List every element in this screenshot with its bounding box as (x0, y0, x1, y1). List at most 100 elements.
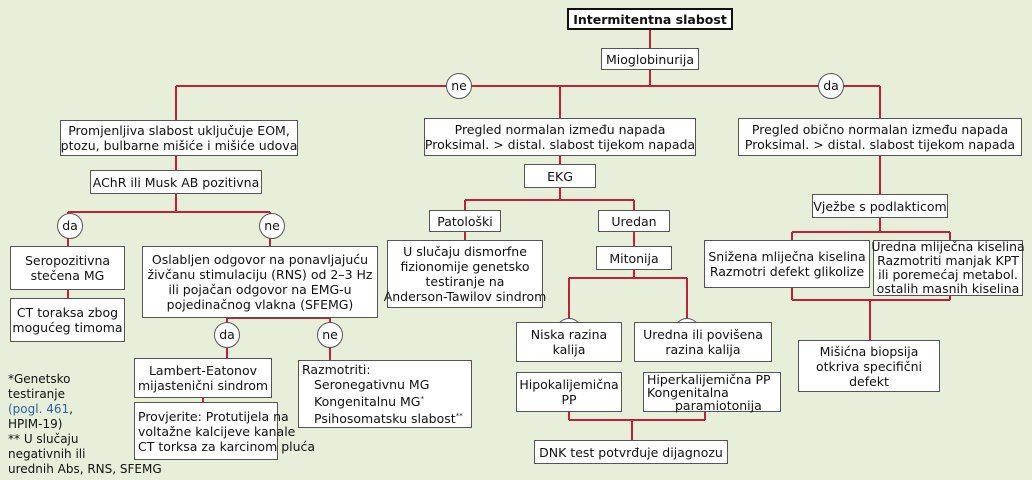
dismorfne-line-2: fizionomije genetsko (400, 259, 530, 274)
ekg-label: EKG (547, 168, 573, 184)
razmotriti-item-3-mark: ** (455, 412, 463, 420)
razmotriti-item-2-mark: * (420, 394, 425, 403)
footnote-line-1: *Genetsko (8, 372, 71, 386)
uredna-kalij-line-1: Uredna ili povišena (643, 327, 763, 342)
lambert-line-2: mijastenični sindrom (137, 378, 269, 393)
vjezbe-label: Vježbe s podlakticom (813, 198, 947, 214)
rns-line-4: pojedinačnog vlakna (SFEMG) (166, 297, 354, 312)
footnote-line-5: ** U slučaju (8, 432, 79, 446)
razmotriti-item-2: Kongenitalnu MG* (302, 392, 424, 409)
uredan-node: Uredan (598, 210, 670, 232)
provjerite-line-1: Provjerite: Protutijela na (138, 408, 289, 424)
hiper-line-2: Kongenitalna (647, 384, 729, 400)
mitonija-node: Mitonija (596, 246, 672, 270)
razmotriti-item-2-label: Kongenitalnu MG (314, 394, 421, 409)
provjerite-node: Provjerite: Protutijela na voltažne kalc… (134, 402, 315, 460)
seropositive-line-2: stečena MG (30, 268, 105, 283)
seropositive-node: Seropozitivna stečena MG (10, 246, 125, 290)
razmotriti-item-1: Seronegativnu MG (302, 377, 429, 392)
uredan-label: Uredan (611, 213, 657, 229)
seropositive-line-1: Seropozitivna (24, 253, 111, 268)
mitonija-label: Mitonija (609, 250, 659, 266)
uredna-kalij-node: Uredna ili povišena razina kalija (634, 322, 772, 362)
uredna-mk-line-1: Uredna mliječna kiselina (871, 239, 1025, 254)
chapter-reference-link[interactable]: (pogl. 461 (8, 402, 70, 416)
uredna-mk-line-4: ostalih masnih kiselina (876, 281, 1020, 296)
footnote-line-3: (pogl. 461, (8, 402, 162, 417)
right-root-line-1: Pregled obično normalan između napada (751, 122, 1009, 137)
ct-thymoma-line-1: CT toraksa zbog (16, 305, 119, 320)
left-root-node: Promjenljiva slabost uključuje EOM, ptoz… (60, 120, 298, 156)
ne-circle-achr: ne (259, 213, 285, 239)
ct-thymoma-line-2: mogućeg timoma (12, 320, 123, 335)
provjerite-line-3: CT torksa za karcinom pluća (138, 438, 316, 454)
hiper-line-3: paramiotonija (675, 397, 762, 413)
niska-line-2: kalija (552, 342, 586, 357)
patoloski-node: Patološki (429, 210, 501, 232)
dnk-label: DNK test potvrđuje dijagnozu (539, 444, 723, 460)
da-circle-achr: da (57, 213, 83, 239)
da-circle-right: da (818, 73, 844, 99)
ct-thymoma-node: CT toraksa zbog mogućeg timoma (10, 298, 125, 342)
snizena-line-1: Snižena mliječna kiselina (708, 249, 866, 264)
right-root-line-2: Proksimal. > distal. slabost tijekom nap… (744, 137, 1016, 152)
razmotriti-item-3-label: Psihosomatsku slabost (314, 411, 456, 427)
razmotriti-node: Razmotriti: Seronegativnu MG Kongenitaln… (298, 360, 472, 428)
hipo-line-1: Hipokalijemična (519, 377, 619, 392)
hipokalijemicna-node: Hipokalijemična PP (516, 372, 622, 412)
rns-line-2: živčanu stimulaciju (RNS) od 2–3 Hz (147, 267, 373, 282)
right-root-node: Pregled obično normalan između napada Pr… (738, 118, 1022, 156)
razmotriti-item-3: Psihosomatsku slabost** (302, 409, 463, 426)
razmotriti-head: Razmotriti: (302, 361, 371, 377)
lambert-node: Lambert-Eatonov mijastenični sindrom (134, 358, 272, 398)
middle-root-line-2: Proksimal. > distal. slabost tijekom nap… (424, 137, 696, 152)
ne-circle-rns: ne (317, 322, 343, 348)
hiper-line-1: Hiperkalijemična PP (647, 371, 771, 387)
rns-node: Oslabljen odgovor na ponavljajuću živčan… (142, 246, 378, 318)
footnote: *Genetsko testiranje (pogl. 461, HPIM-19… (8, 372, 162, 477)
footnote-line-6: negativnih ili (8, 447, 86, 461)
achr-label: AChR ili Musk AB pozitivna (92, 174, 260, 190)
rns-line-3: ili pojačan odgovor na EMG-u (168, 282, 352, 297)
biopsija-line-2: otkriva specifični (815, 358, 923, 374)
mioglobinurija-node: Mioglobinurija (601, 48, 699, 70)
dnk-node: DNK test potvrđuje dijagnozu (534, 440, 728, 464)
provjerite-line-2: voltažne kalcijeve kanale (138, 423, 296, 439)
hiperkalijemicna-node: Hiperkalijemična PP Kongenitalna paramio… (643, 372, 781, 412)
ekg-node: EKG (524, 164, 596, 188)
lambert-line-1: Lambert-Eatonov (148, 363, 258, 378)
niska-line-1: Niska razina (530, 327, 608, 342)
vjezbe-node: Vježbe s podlakticom (812, 194, 948, 218)
snizena-line-2: Razmotri defekt glikolize (709, 264, 865, 279)
rns-line-1: Oslabljen odgovor na ponavljajuću (151, 252, 369, 267)
footnote-line-7: urednih Abs, RNS, SFEMG (8, 462, 162, 476)
mioglobinurija-label: Mioglobinurija (606, 51, 694, 67)
root-intermitentna-slabost: Intermitentna slabost (567, 8, 733, 30)
achr-node: AChR ili Musk AB pozitivna (90, 170, 262, 194)
niska-node: Niska razina kalija (516, 322, 622, 362)
dismorfne-line-3: testiranje na (425, 274, 505, 289)
footnote-line-2: testiranje (8, 387, 65, 401)
dismorfne-node: U slučaju dismorfne fizionomije genetsko… (384, 240, 546, 308)
snizena-node: Snižena mliječna kiselina Razmotri defek… (704, 240, 870, 288)
biopsija-line-3: defekt (849, 373, 889, 389)
middle-root-node: Pregled normalan između napada Proksimal… (424, 118, 696, 156)
uredna-kalij-line-2: razina kalija (665, 342, 741, 357)
left-root-line-2: ptozu, bulbarne mišiće i mišiće udova (60, 138, 298, 153)
hipo-line-2: PP (561, 392, 577, 407)
uredna-mk-node: Uredna mliječna kiselina Razmotriti manj… (871, 239, 1025, 296)
razmotriti-item-1-label: Seronegativnu MG (314, 376, 430, 392)
dismorfne-line-1: U slučaju dismorfne (403, 244, 527, 259)
footnote-line-3-rest: , (69, 402, 73, 416)
biopsija-line-1: Mišićna biopsija (819, 343, 919, 359)
left-root-line-1: Promjenljiva slabost uključuje EOM, (68, 123, 290, 138)
uredna-mk-line-3: ili poremećaj metabol. (878, 267, 1018, 282)
root-label: Intermitentna slabost (573, 11, 727, 27)
footnote-line-4: HPIM-19) (8, 417, 63, 431)
dismorfne-line-4: Anderson-Tawilov sindrom (383, 289, 547, 304)
ne-circle-left: ne (446, 73, 472, 99)
da-circle-rns: da (214, 322, 240, 348)
biopsija-node: Mišićna biopsija otkriva specifični defe… (798, 340, 940, 392)
middle-root-line-1: Pregled normalan između napada (454, 122, 666, 137)
uredna-mk-line-2: Razmotriti manjak KPT (877, 253, 1019, 268)
